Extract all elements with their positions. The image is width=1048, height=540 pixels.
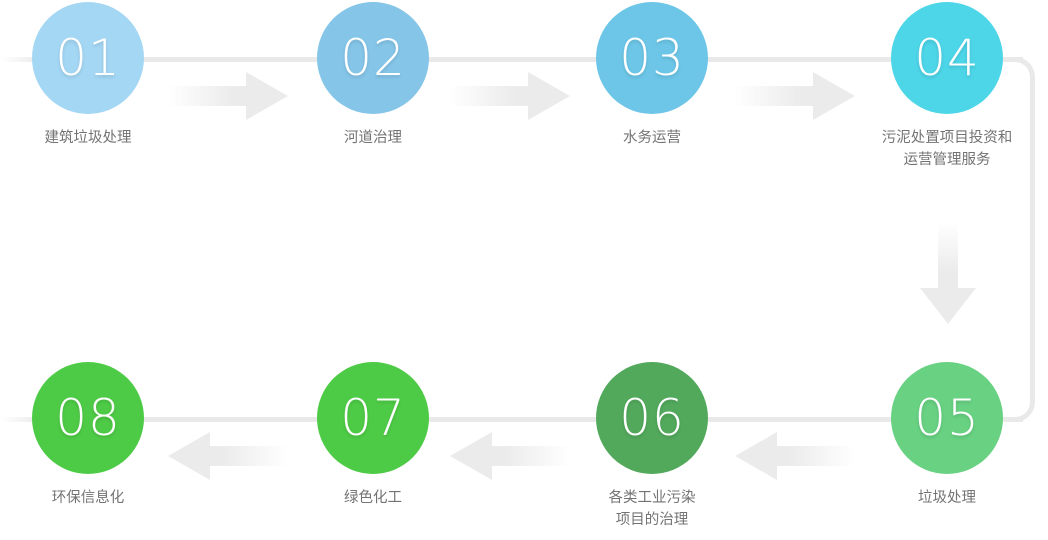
- step-label-06: 各类工业污染 项目的治理: [608, 490, 696, 528]
- step-node-02[interactable]: 02 河道治理: [273, 2, 473, 149]
- connector-rail-bend-right: [993, 57, 1035, 422]
- step-label-01: 建筑垃圾处理: [44, 130, 132, 146]
- step-number-03: 03: [619, 29, 685, 87]
- step-bubble-06[interactable]: 06: [596, 362, 708, 474]
- step-bubble-08[interactable]: 08: [32, 362, 144, 474]
- step-bubble-03[interactable]: 03: [596, 2, 708, 114]
- step-bubble-07[interactable]: 07: [317, 362, 429, 474]
- step-number-04: 04: [914, 29, 980, 87]
- step-label-05: 垃圾处理: [918, 490, 976, 506]
- step-label-07: 绿色化工: [344, 490, 402, 506]
- step-node-06[interactable]: 06 各类工业污染 项目的治理: [552, 362, 752, 531]
- step-bubble-01[interactable]: 01: [32, 2, 144, 114]
- arrow-04-to-05-icon: [920, 222, 976, 324]
- step-node-04[interactable]: 04 污泥处置项目投资和 运营管理服务: [847, 2, 1047, 171]
- step-label-08: 环保信息化: [51, 490, 125, 506]
- step-bubble-02[interactable]: 02: [317, 2, 429, 114]
- step-number-05: 05: [914, 389, 980, 447]
- step-bubble-04[interactable]: 04: [891, 2, 1003, 114]
- step-number-08: 08: [55, 389, 121, 447]
- step-number-01: 01: [55, 29, 121, 87]
- arrow-05-to-06-icon: [735, 432, 855, 480]
- connector-rail-top: [0, 57, 1023, 62]
- step-number-07: 07: [340, 389, 406, 447]
- step-node-01[interactable]: 01 建筑垃圾处理: [0, 2, 188, 149]
- step-label-03: 水务运营: [623, 130, 681, 146]
- step-node-08[interactable]: 08 环保信息化: [0, 362, 188, 509]
- step-node-03[interactable]: 03 水务运营: [552, 2, 752, 149]
- step-number-02: 02: [340, 29, 406, 87]
- step-label-02: 河道治理: [344, 130, 402, 146]
- step-number-06: 06: [619, 389, 685, 447]
- step-bubble-05[interactable]: 05: [891, 362, 1003, 474]
- step-label-04: 污泥处置项目投资和 运营管理服务: [881, 130, 1013, 168]
- step-node-05[interactable]: 05 垃圾处理: [847, 362, 1047, 509]
- arrow-03-to-04-icon: [735, 72, 855, 120]
- connector-rail-bottom: [0, 417, 1023, 422]
- step-node-07[interactable]: 07 绿色化工: [273, 362, 473, 509]
